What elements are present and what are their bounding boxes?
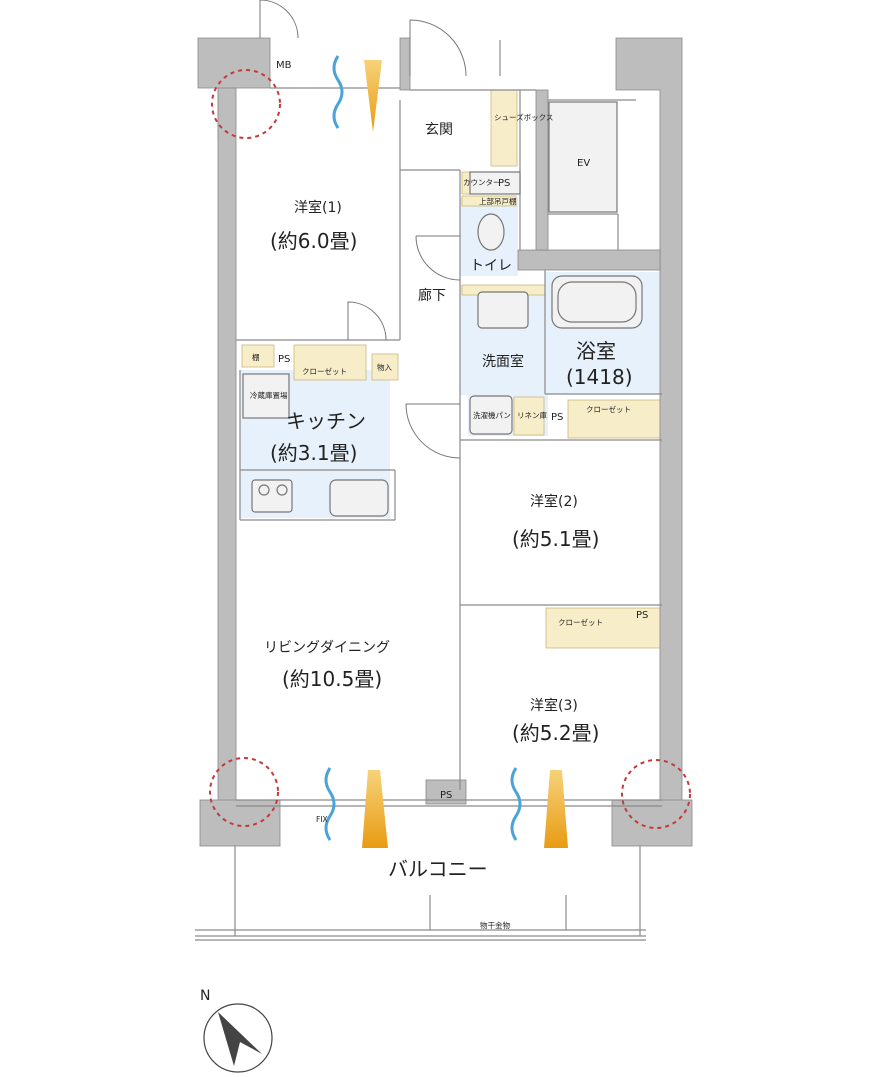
ps-label-bed2: PS [551, 412, 563, 423]
air-wave [332, 55, 344, 129]
kitchen-name: キッチン [286, 409, 366, 433]
ps-label-balcony: PS [440, 790, 452, 801]
western3-name: 洋室(3) [530, 697, 578, 714]
ps-label-bed3: PS [636, 610, 648, 621]
upper-cabinet-label: 上部吊戸棚 [479, 196, 517, 206]
bath-size: (1418) [566, 365, 633, 389]
western2-name: 洋室(2) [530, 493, 578, 510]
compass-needle-icon [218, 1012, 262, 1066]
drying-rack-label: 物干金物 [480, 920, 510, 930]
linen-label: リネン庫 [517, 410, 547, 420]
wind-arrow [362, 770, 388, 848]
bath-name: 浴室 [576, 339, 616, 363]
closet-label-3: クローゼット [558, 617, 603, 627]
storage-areas [241, 89, 663, 649]
corner-marks [209, 69, 691, 829]
shelf-label: 棚 [252, 352, 260, 362]
ps-label-kitchen: PS [278, 354, 290, 365]
living-size: (約10.5畳) [282, 667, 382, 691]
closet-label-2: クローゼット [586, 404, 631, 414]
western1-name: 洋室(1) [294, 199, 342, 216]
counter-label: カウンター [463, 178, 501, 187]
mb-label: MB [276, 60, 292, 71]
western2-size: (約5.1畳) [512, 527, 599, 551]
fridge-label: 冷蔵庫置場 [250, 390, 288, 400]
western1-size: (約6.0畳) [270, 229, 357, 253]
corridor-label: 廊下 [418, 287, 446, 304]
ev-label: EV [577, 158, 590, 169]
washer-pan-label: 洗濯機パン [473, 410, 511, 420]
closet-label-1: クローゼット [302, 366, 347, 376]
washroom-label: 洗面室 [482, 353, 524, 370]
compass-north-label: N [200, 988, 210, 1004]
interior-walls [195, 87, 662, 941]
doors [259, 0, 501, 459]
balcony-name: バルコニー [388, 857, 488, 881]
fixtures [242, 101, 643, 517]
air-wave [324, 767, 336, 841]
kitchen-size: (約3.1畳) [270, 441, 357, 465]
entrance-label: 玄関 [425, 121, 453, 138]
walls [197, 37, 693, 847]
air-wave [510, 767, 522, 841]
ventilation [324, 55, 568, 848]
compass: N [200, 988, 273, 1073]
wind-arrow [544, 770, 568, 848]
toilet-label: トイレ [470, 258, 512, 274]
storage-label: 物入 [377, 362, 392, 372]
wind-arrow [364, 60, 382, 132]
living-name: リビングダイニング [264, 640, 390, 656]
ps-label-toilet: PS [498, 178, 510, 189]
fix-label: FIX [316, 815, 328, 824]
western3-size: (約5.2畳) [512, 721, 599, 745]
shoe-box-label: シューズボックス [494, 112, 553, 122]
